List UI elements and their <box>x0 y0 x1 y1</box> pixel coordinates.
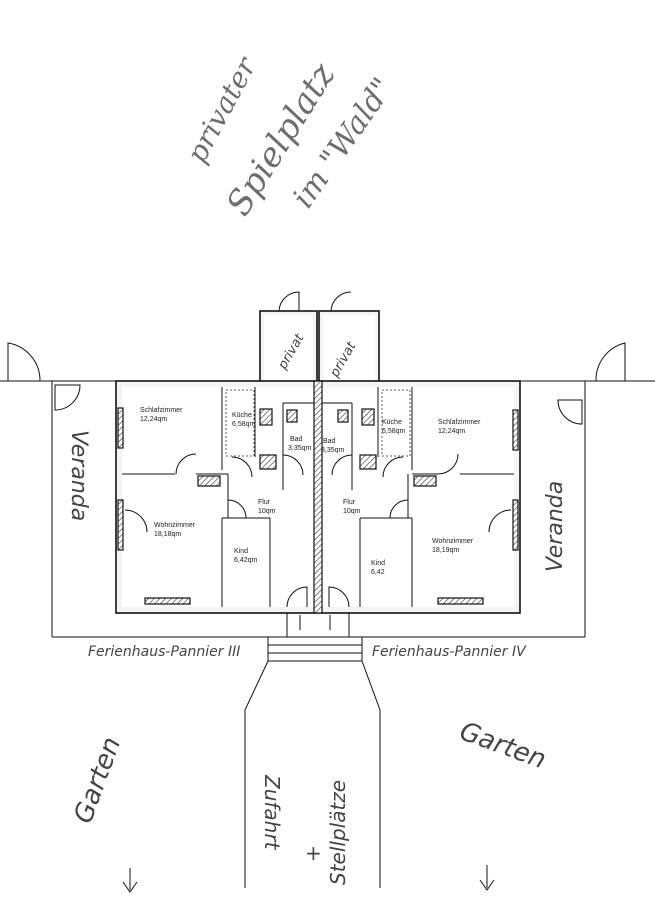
veranda-left-label: Veranda <box>66 430 91 521</box>
garden-label-right: Garten <box>456 716 550 775</box>
room-wohnzimmer-left: Wohnzimmer <box>154 522 196 529</box>
room-schlafzimmer-left-area: 12,24qm <box>140 416 167 423</box>
playground-note: privater Spielplatz im "Wald" <box>180 51 401 223</box>
room-bad-right-area: 3,35qm <box>321 447 345 454</box>
unit-left-rooms: Schlafzimmer 12,24qm Küche 6,58qm Bad 3,… <box>140 407 312 564</box>
room-flur-right: Flur <box>343 499 356 506</box>
room-bad-left: Bad <box>290 436 303 443</box>
room-kueche-right: Küche <box>382 419 402 426</box>
room-flur-left: Flur <box>258 499 271 506</box>
room-schlafzimmer-left: Schlafzimmer <box>140 407 183 414</box>
driveway: Zufahrt + Stellplätze <box>244 660 381 888</box>
room-flur-right-area: 10qm <box>343 508 361 515</box>
room-kind-right: Kind <box>371 560 385 567</box>
garden-label-left: Garten <box>68 733 127 827</box>
entrance-steps <box>267 613 363 662</box>
room-wohnzimmer-right-area: 18,19qm <box>432 547 459 554</box>
room-bad-right: Bad <box>323 438 336 445</box>
house-label-right: Ferienhaus-Pannier IV <box>372 644 527 660</box>
room-wohnzimmer-left-area: 18,18qm <box>154 531 181 538</box>
room-wohnzimmer-right: Wohnzimmer <box>432 538 474 545</box>
room-kind-left: Kind <box>234 548 248 555</box>
room-schlafzimmer-right-area: 12,24qm <box>438 428 465 435</box>
room-kind-left-area: 6,42qm <box>234 557 258 564</box>
room-schlafzimmer-right: Schlafzimmer <box>438 419 481 426</box>
unit-right-rooms: Schlafzimmer 12,24qm Küche 6,58qm Bad 3,… <box>321 419 481 576</box>
driveway-label-line3: Stellplätze <box>326 780 350 885</box>
driveway-label-plus: + <box>305 841 322 865</box>
veranda-right-label: Veranda <box>543 481 568 572</box>
driveway-label-line1: Zufahrt <box>260 774 284 851</box>
building-walls <box>115 380 521 614</box>
arrow-down-icon <box>479 865 495 891</box>
room-flur-left-area: 10qm <box>258 508 276 515</box>
arrow-down-icon <box>122 868 138 893</box>
room-bad-left-area: 3,35qm <box>288 445 312 452</box>
house-label-left: Ferienhaus-Pannier III <box>88 644 240 660</box>
room-kueche-left: Küche <box>232 412 252 419</box>
room-kueche-right-area: 6,58qm <box>382 428 406 435</box>
private-gardens: privat privat <box>259 291 380 387</box>
room-kueche-left-area: 6,58qm <box>232 421 256 428</box>
room-kind-right-area: 6,42 <box>371 569 385 576</box>
